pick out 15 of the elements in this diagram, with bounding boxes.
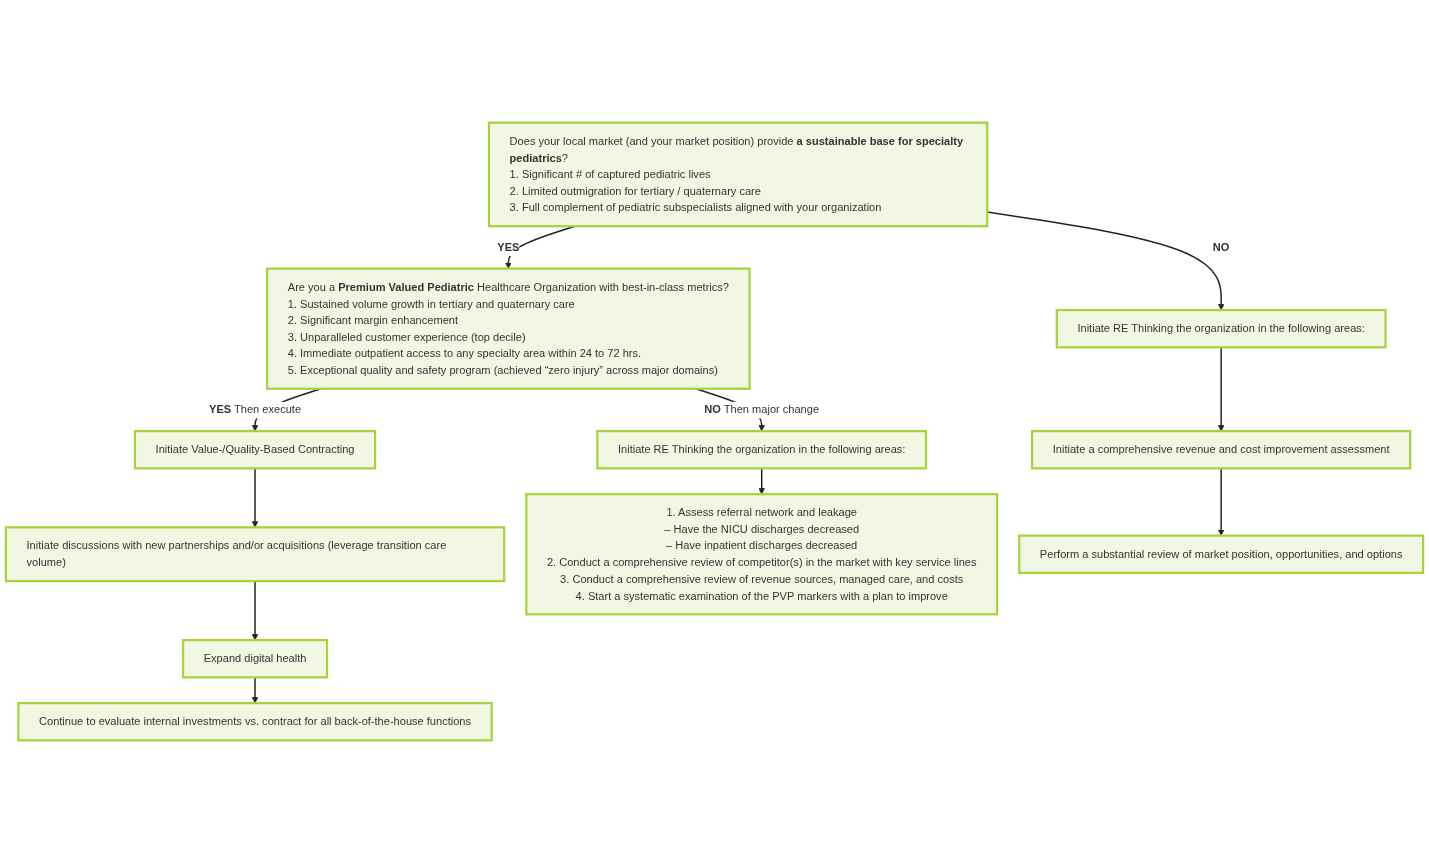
node-box: Does your local market (and your market position) provide a sustainable base for specialty pediatrics? 1. Significant # of captured pediatric lives 2. Limited outmigration for tertiary / quaternary care 3. Full complement of pediatric subspecialists aligned with your organization <box>487 121 989 228</box>
node-box: Initiate Value-/Quality-Based Contracting <box>133 430 377 470</box>
node-box: Initiate RE Thinking the organization in the following areas: <box>596 430 928 470</box>
edge-label: YES <box>497 240 520 254</box>
node-box: Perform a substantial review of market position, opportunities, and options <box>1018 534 1425 574</box>
node-box: Initiate a comprehensive revenue and cost improvement assessment <box>1031 430 1412 470</box>
node-box: Continue to evaluate internal investments vs. contract for all back-of-the-house functions <box>17 702 493 742</box>
node-box: Initiate RE Thinking the organization in the following areas: <box>1055 308 1387 349</box>
node-box: Expand digital health <box>181 639 329 679</box>
node-box: 1. Assess referral network and leakage – Have the NICU discharges decreased – Have inpatient discharges decreased 2. Conduct a comprehensive review of competitor(s) in the market with key service lines 3. Conduct a comprehensive review of revenue sources, managed care, and costs 4. Start a systematic examination of the PVP markers with a plan to improve <box>525 493 999 616</box>
node-box: Are you a Premium Valued Pediatric Healthcare Organization with best-in-class metrics? 1. Sustained volume growth in tertiary and quaternary care 2. Significant margin enhancement 3. Unparalleled customer experience (top decile) 4. Immediate outpatient access to any specialty area within 24 to 72 hrs. 5. Exceptional quality and safety program (achieved “zero injury” across major domains) <box>266 267 751 390</box>
edge-label: NO <box>1212 240 1230 254</box>
edge-label: YES Then execute <box>209 403 302 416</box>
edge-label: NO Then major change <box>704 403 820 416</box>
node-box: Initiate discussions with new partnerships and/or acquisitions (leverage transition care volume) <box>4 526 506 583</box>
